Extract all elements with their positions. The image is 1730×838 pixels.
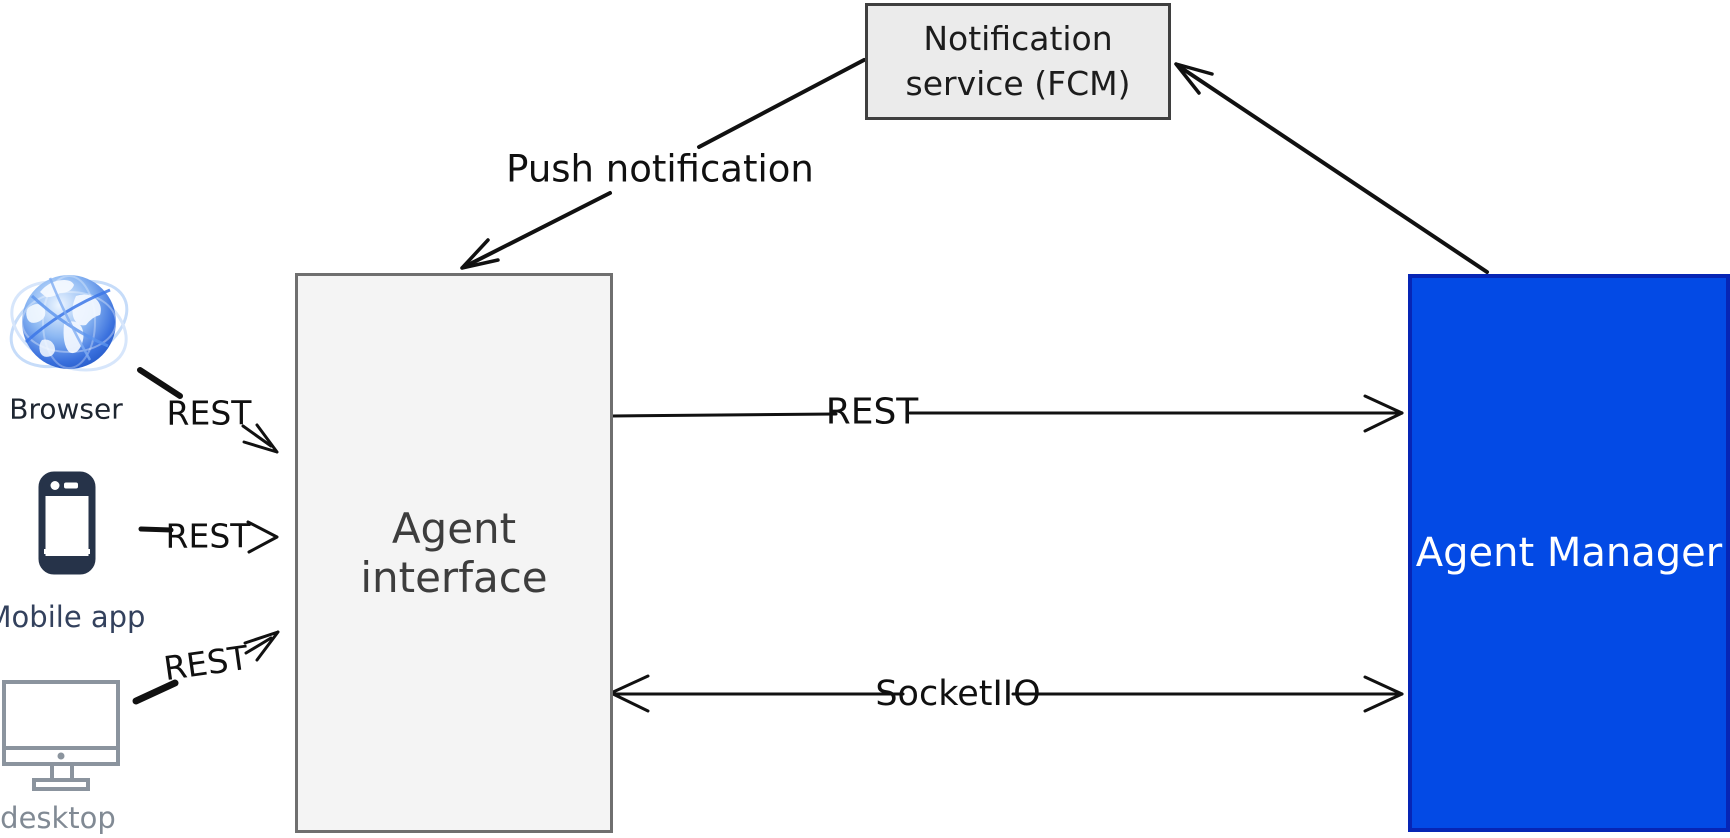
node-notification-service: Notification service (FCM) bbox=[865, 3, 1171, 120]
edge-label-rest-main: REST bbox=[825, 391, 919, 433]
notification-service-label: Notification service (FCM) bbox=[905, 18, 1131, 103]
edge-label-rest-browser: REST bbox=[166, 393, 252, 433]
globe-icon bbox=[6, 262, 132, 392]
monitor-icon bbox=[0, 678, 126, 800]
arrow-rest-main bbox=[610, 394, 1404, 433]
edge-label-socket: SocketIIO bbox=[875, 674, 1041, 714]
node-agent-interface: Agent interface bbox=[295, 273, 613, 833]
smartphone-icon bbox=[38, 471, 96, 579]
node-agent-manager: Agent Manager bbox=[1408, 274, 1730, 832]
mobile-app-label: Mobile app bbox=[0, 600, 146, 634]
edge-label-rest-desktop: REST bbox=[161, 637, 251, 689]
arrow-manager-to-fcm bbox=[1174, 62, 1489, 274]
browser-label: Browser bbox=[9, 392, 123, 426]
edge-label-rest-mobile: REST bbox=[165, 516, 251, 556]
edge-label-push-notification: Push notification bbox=[506, 147, 814, 191]
agent-manager-label: Agent Manager bbox=[1415, 530, 1723, 576]
desktop-label: desktop bbox=[0, 801, 116, 835]
agent-interface-label: Agent interface bbox=[360, 504, 548, 602]
